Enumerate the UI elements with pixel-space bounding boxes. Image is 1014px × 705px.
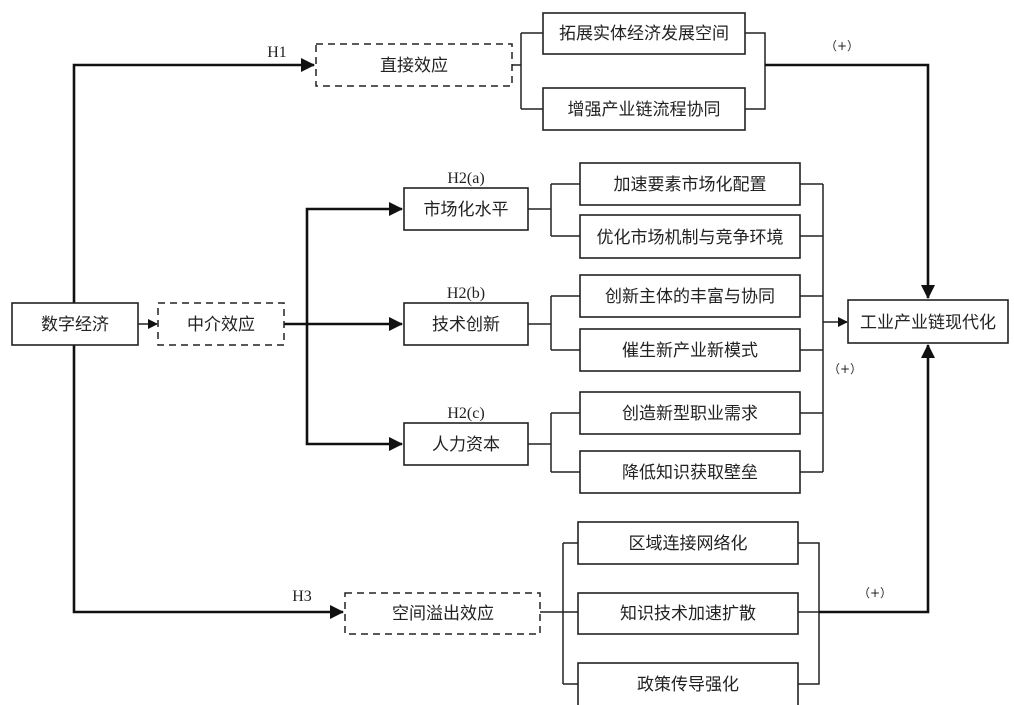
h1-sign: （+） [825, 39, 859, 53]
h1-mechanism-2: 增强产业链流程协同 [542, 87, 746, 131]
h2a-mechanism-1: 加速要素市场化配置 [579, 162, 801, 206]
h3-left-bracket [540, 542, 578, 685]
h1-mechanism-1: 拓展实体经济发展空间 [542, 12, 746, 55]
mediation-effect-label: 中介效应 [187, 315, 255, 335]
h2a-connector [305, 202, 403, 324]
h2c-label: H2(c) [447, 405, 484, 422]
source-label: 数字经济 [41, 315, 109, 335]
h1-left-bracket [512, 32, 543, 110]
h1-connector [72, 58, 315, 303]
h2b-mechanism-2: 催生新产业新模式 [579, 328, 801, 372]
h3-output-connector [819, 344, 935, 614]
h2-sign: （+） [828, 362, 862, 376]
h3-right-bracket [798, 542, 820, 685]
mechanism-label: 加速要素市场化配置 [614, 175, 767, 195]
h1-right-bracket [745, 32, 766, 110]
target-node: 工业产业链现代化 [847, 299, 1009, 344]
h3-mechanism-3: 政策传导强化 [577, 662, 799, 705]
h2c-connector [305, 324, 403, 451]
mechanism-label: 政策传导强化 [637, 675, 739, 695]
mechanism-label: 拓展实体经济发展空间 [559, 24, 729, 44]
h2b-bracket [528, 295, 580, 351]
target-label: 工业产业链现代化 [860, 313, 996, 333]
mediator-marketization: 市场化水平 [403, 187, 529, 231]
h3-mechanism-1: 区域连接网络化 [577, 521, 799, 565]
spatial-spillover-node: 空间溢出效应 [344, 592, 541, 635]
h2a-mechanism-2: 优化市场机制与竞争环境 [579, 214, 801, 259]
h1-output-connector [765, 63, 935, 299]
h2a-label: H2(a) [447, 170, 484, 187]
spatial-spillover-label: 空间溢出效应 [392, 604, 494, 624]
h3-label: H3 [292, 588, 312, 605]
mediator-label: 市场化水平 [424, 200, 509, 220]
h2c-mechanism-1: 创造新型职业需求 [579, 391, 801, 435]
mediator-human-capital: 人力资本 [403, 422, 529, 466]
direct-effect-node: 直接效应 [315, 43, 513, 87]
h2-right-collector [800, 183, 824, 473]
connectors [72, 32, 935, 685]
mechanism-label: 区域连接网络化 [629, 534, 748, 554]
mediator-tech-innovation: 技术创新 [403, 302, 529, 346]
h2b-mechanism-1: 创新主体的丰富与协同 [579, 274, 801, 318]
mechanism-label: 创造新型职业需求 [622, 404, 758, 424]
source-node: 数字经济 [11, 302, 139, 346]
h2a-bracket [528, 183, 580, 237]
h2c-bracket [528, 412, 580, 473]
mechanism-label: 优化市场机制与竞争环境 [597, 228, 784, 248]
mechanism-label: 增强产业链流程协同 [568, 100, 721, 120]
h1-label: H1 [267, 44, 287, 61]
h3-mechanism-2: 知识技术加速扩散 [577, 592, 799, 635]
h2c-mechanism-2: 降低知识获取壁垒 [579, 450, 801, 494]
mechanism-label: 知识技术加速扩散 [620, 604, 756, 624]
direct-effect-label: 直接效应 [380, 56, 448, 76]
mechanism-label: 降低知识获取壁垒 [622, 463, 758, 483]
mechanism-label: 催生新产业新模式 [622, 341, 758, 361]
h2b-label: H2(b) [447, 285, 485, 302]
mediation-effect-node: 中介效应 [157, 302, 285, 346]
h3-sign: （+） [858, 586, 892, 600]
mechanism-label: 创新主体的丰富与协同 [605, 287, 775, 307]
h3-connector [72, 345, 344, 619]
mediator-label: 技术创新 [432, 315, 500, 335]
mediator-label: 人力资本 [432, 435, 500, 455]
